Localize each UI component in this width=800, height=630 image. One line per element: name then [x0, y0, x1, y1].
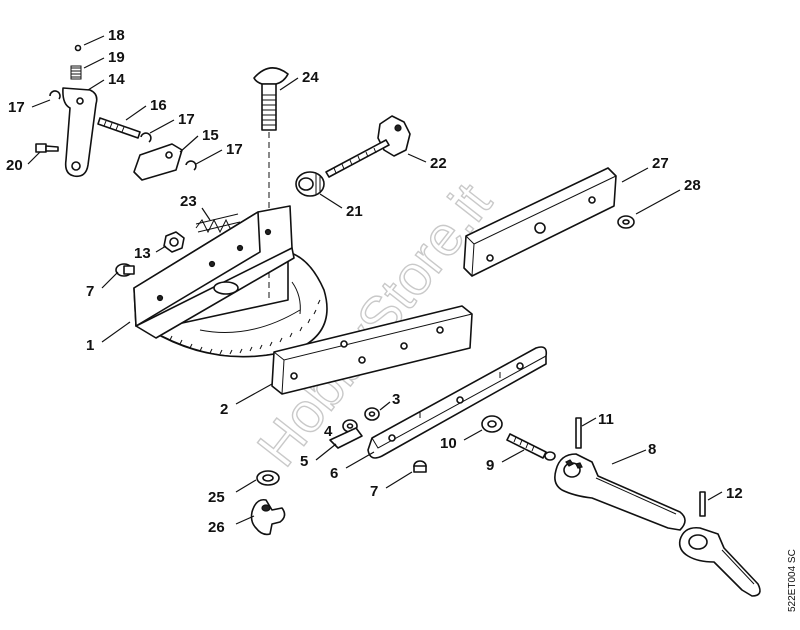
part-20-screw	[35, 143, 59, 153]
part-1-protractor-body	[133, 205, 328, 358]
part-15-block	[133, 143, 183, 181]
callout-15: 15	[202, 127, 219, 144]
callout-12: 12	[726, 485, 743, 502]
part-16-pin	[97, 117, 141, 139]
callout-26: 26	[208, 519, 225, 536]
callout-labels: 18 19 14 17 16 17 15 17 20 24 22 21 23 1…	[6, 27, 743, 536]
callout-20: 20	[6, 157, 23, 174]
part-14-link-arm	[62, 87, 98, 178]
drawing-code: 522ET004 SC	[787, 549, 798, 612]
callout-2: 2	[220, 401, 228, 418]
part-7-screw-upper	[115, 263, 135, 277]
callout-24: 24	[302, 69, 319, 86]
callout-25: 25	[208, 489, 225, 506]
callout-9: 9	[486, 457, 494, 474]
part-11-pin	[575, 417, 582, 449]
callout-8: 8	[648, 441, 656, 458]
leader-lines	[27, 35, 723, 525]
callout-4: 4	[324, 423, 333, 440]
part-13-nut	[163, 231, 185, 253]
callout-22: 22	[430, 155, 447, 172]
callout-17-top: 17	[8, 99, 25, 116]
part-17-circlip-top	[49, 90, 61, 100]
callout-23: 23	[180, 193, 197, 210]
part-9-bolt	[506, 433, 556, 461]
part-27-fence-plate	[463, 167, 617, 277]
part-25-washer	[256, 470, 280, 486]
part-10-washer	[481, 415, 503, 433]
callout-13: 13	[134, 245, 151, 262]
callout-21: 21	[346, 203, 363, 220]
callout-18: 18	[108, 27, 125, 44]
part-19-spring	[70, 65, 82, 80]
callout-5: 5	[300, 453, 308, 470]
part-7-screw-lower	[413, 460, 427, 473]
callout-7-lower: 7	[370, 483, 378, 500]
callout-1: 1	[86, 337, 94, 354]
callout-6: 6	[330, 465, 338, 482]
callout-7-upper: 7	[86, 283, 94, 300]
callout-3: 3	[392, 391, 400, 408]
part-2-guide-plate	[271, 305, 473, 395]
part-6-slide-bar	[367, 346, 548, 459]
part-22-knob-rod	[325, 115, 411, 178]
part-3-washer	[364, 407, 380, 421]
part-17-circlip-low	[185, 160, 197, 171]
callout-14: 14	[108, 71, 125, 88]
part-18-ball	[74, 44, 82, 52]
callout-28: 28	[684, 177, 701, 194]
callout-17-mid: 17	[178, 111, 195, 128]
part-5-bracket	[329, 427, 363, 449]
part-28-washer	[617, 215, 635, 229]
part-12-lever-cam	[678, 526, 761, 597]
part-21-thumb-nut	[295, 171, 325, 197]
callout-27: 27	[652, 155, 669, 172]
callout-16: 16	[150, 97, 167, 114]
callout-10: 10	[440, 435, 457, 452]
part-8-lever	[554, 453, 686, 531]
callout-17-low: 17	[226, 141, 243, 158]
part-26-wing-nut	[250, 498, 286, 536]
part-17-circlip-mid	[140, 132, 152, 143]
callout-19: 19	[108, 49, 125, 66]
callout-11: 11	[598, 411, 614, 428]
part-12-pin	[699, 491, 706, 517]
